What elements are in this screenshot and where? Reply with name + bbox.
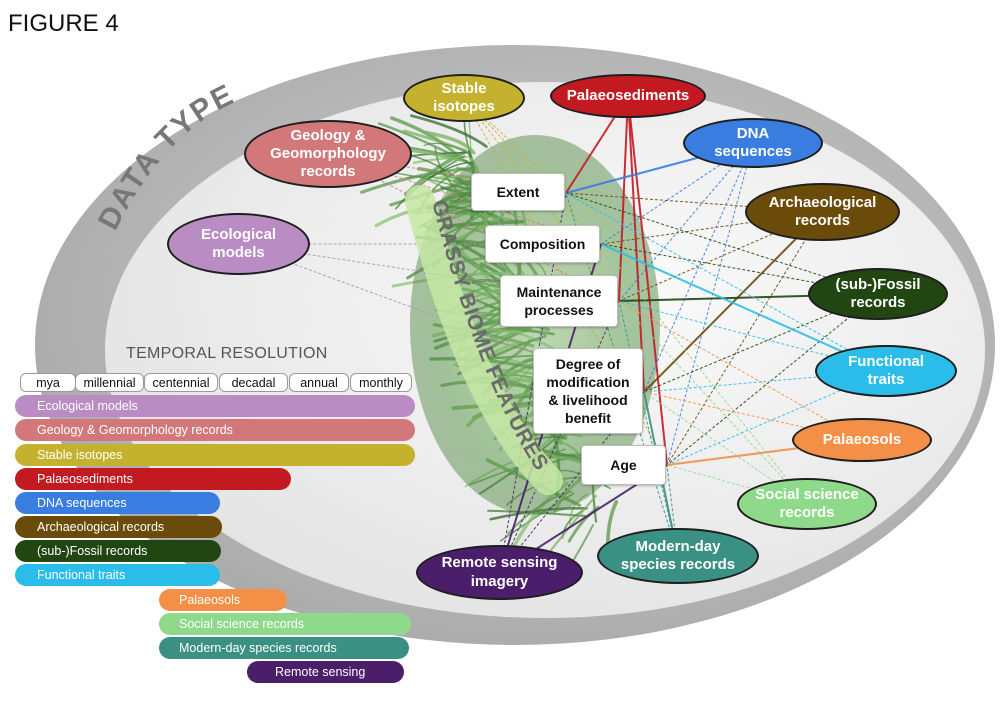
data-type-label: Palaeosols xyxy=(822,430,902,448)
resolution-bar: Stable isotopes xyxy=(15,444,415,466)
feature-label: Age xyxy=(610,456,637,473)
data-type-ellipse: Remote sensing imagery xyxy=(416,545,583,600)
resolution-bar: Functional traits xyxy=(15,564,220,586)
connector-line xyxy=(643,142,754,393)
data-type-ellipse: DNA sequences xyxy=(683,118,823,168)
feature-label: Maintenance processes xyxy=(516,283,602,318)
data-type-ellipse: Functional traits xyxy=(815,345,957,397)
data-type-label: DNA sequences xyxy=(714,124,792,160)
resolution-bar: Social science records xyxy=(159,613,411,635)
grass-blade xyxy=(423,130,476,155)
resolution-bar: Ecological models xyxy=(15,395,415,417)
grass-blade xyxy=(423,142,469,154)
connector-line xyxy=(618,300,863,441)
feature-label: Extent xyxy=(496,183,540,200)
temporal-scale-tick: millennial xyxy=(75,373,144,392)
temporal-scale-tick: monthly xyxy=(350,373,412,392)
connector-line xyxy=(565,192,887,372)
connector-line xyxy=(666,211,823,466)
data-type-label: Remote sensing imagery xyxy=(441,554,558,590)
temporal-scale-tick: annual xyxy=(289,373,349,392)
resolution-bar: Modern-day species records xyxy=(159,637,409,659)
data-type-label: Archaeological records xyxy=(768,193,877,229)
data-type-ellipse: (sub-)Fossil records xyxy=(808,268,948,320)
data-type-label: Functional traits xyxy=(848,352,924,388)
connector-line xyxy=(618,142,754,302)
figure-label: FIGURE 4 xyxy=(8,10,119,37)
temporal-scale-tick: mya xyxy=(20,373,76,392)
connector-line xyxy=(618,300,679,557)
resolution-bar: Geology & Geomorphology records xyxy=(15,419,415,441)
connector-line xyxy=(666,142,754,466)
data-type-ellipse: Ecological models xyxy=(167,213,310,275)
data-type-ellipse: Stable isotopes xyxy=(403,74,525,122)
feature-box: Degree of modification & livelihood bene… xyxy=(533,348,643,434)
data-type-label: (sub-)Fossil records xyxy=(835,275,921,311)
connector-line xyxy=(666,293,879,466)
grass-blade xyxy=(394,155,466,210)
data-type-ellipse: Modern-day species records xyxy=(597,528,759,584)
resolution-bar: DNA sequences xyxy=(15,492,220,514)
connector-line xyxy=(600,243,887,372)
feature-label: Composition xyxy=(499,235,586,252)
data-type-ellipse: Archaeological records xyxy=(745,183,900,241)
data-type-label: Social science records xyxy=(755,485,859,521)
feature-box: Composition xyxy=(485,225,600,263)
connector-line xyxy=(666,464,808,505)
temporal-scale-tick: centennial xyxy=(144,373,218,392)
central-band xyxy=(405,185,563,495)
data-type-label: Ecological models xyxy=(200,225,277,261)
data-type-label: Geology & Geomorphology records xyxy=(270,126,386,181)
connector-line xyxy=(627,95,645,393)
data-type-label: Stable isotopes xyxy=(433,79,495,115)
connector-line xyxy=(463,97,602,245)
data-type-ellipse: Palaeosediments xyxy=(550,74,706,118)
temporal-scale-tick: decadal xyxy=(219,373,288,392)
connector-line xyxy=(600,243,808,505)
resolution-bar: Archaeological records xyxy=(15,516,222,538)
feature-box: Age xyxy=(581,445,666,485)
feature-label: Degree of modification & livelihood bene… xyxy=(546,355,630,427)
connector-line xyxy=(618,300,808,505)
grass-blade xyxy=(410,114,488,148)
feature-box: Maintenance processes xyxy=(500,275,618,327)
resolution-bar: Palaeosols xyxy=(159,589,287,611)
data-type-ellipse: Geology & Geomorphology records xyxy=(244,120,412,188)
connector-line xyxy=(618,95,629,302)
resolution-bar: (sub-)Fossil records xyxy=(15,540,221,562)
feature-box: Extent xyxy=(471,173,565,211)
data-type-ellipse: Social science records xyxy=(737,478,877,530)
connector-line xyxy=(499,300,620,573)
data-type-label: Modern-day species records xyxy=(620,537,736,573)
data-type-label: Palaeosediments xyxy=(566,86,690,104)
resolution-bar: Palaeosediments xyxy=(15,468,291,490)
data-type-ellipse: Palaeosols xyxy=(792,418,932,462)
temporal-resolution-title: TEMPORAL RESOLUTION xyxy=(126,345,328,362)
resolution-bar: Remote sensing xyxy=(247,661,404,683)
